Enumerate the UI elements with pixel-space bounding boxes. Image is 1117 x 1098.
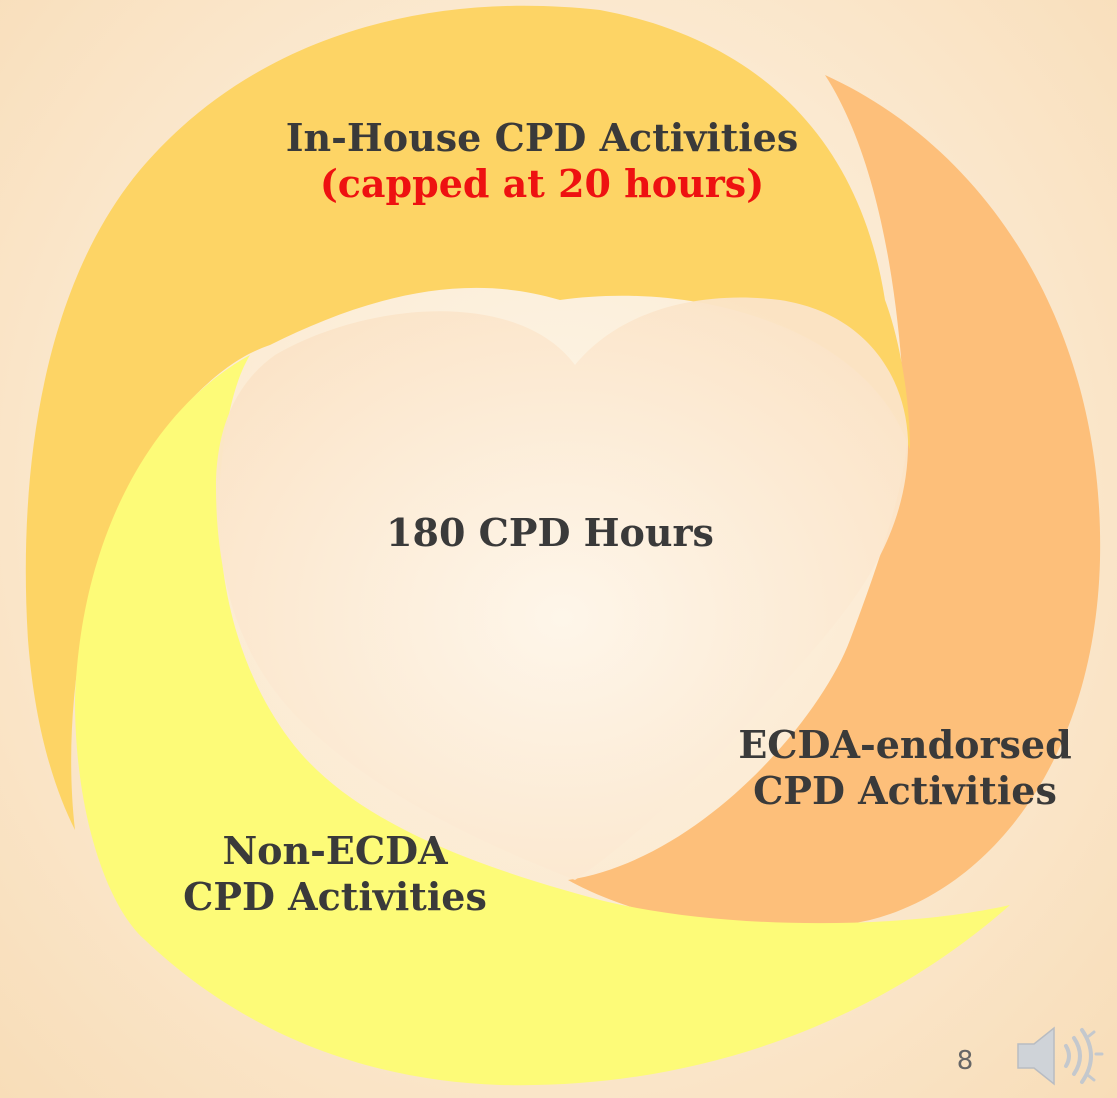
center-hours-text: 180 CPD Hours: [386, 510, 714, 555]
label-in-house-cpd: In-House CPD Activities (capped at 20 ho…: [222, 115, 862, 206]
label-in-house-title: In-House CPD Activities: [285, 115, 799, 160]
segment-in-house: [25, 5, 911, 831]
label-ecda-line1: ECDA-endorsed: [738, 722, 1072, 767]
label-center-hours: 180 CPD Hours: [330, 510, 770, 556]
label-ecda-endorsed: ECDA-endorsed CPD Activities: [700, 722, 1110, 813]
label-non-ecda-line1: Non-ECDA: [222, 828, 448, 873]
speaker-icon[interactable]: [1016, 1022, 1106, 1090]
label-ecda-line2: CPD Activities: [753, 767, 1057, 813]
segment-non-ecda: [75, 355, 1010, 1086]
center-heart: [215, 297, 909, 880]
label-non-ecda-line2: CPD Activities: [183, 873, 487, 919]
segment-ecda-endorsed: [568, 75, 1101, 931]
label-non-ecda: Non-ECDA CPD Activities: [140, 828, 530, 919]
label-in-house-cap: (capped at 20 hours): [319, 160, 765, 206]
slide-number: 8: [956, 1046, 974, 1076]
